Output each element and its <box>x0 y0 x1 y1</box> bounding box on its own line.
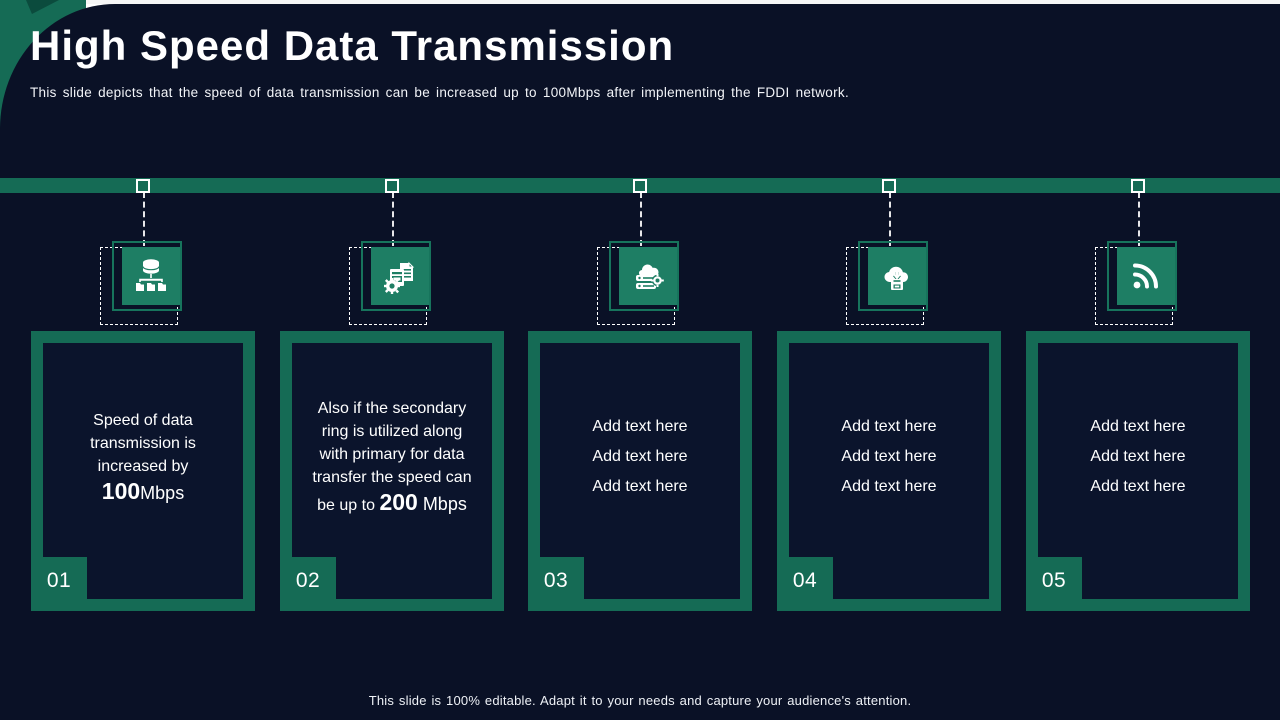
page-title: High Speed Data Transmission <box>30 22 675 69</box>
server-cloud-gear-icon <box>619 247 677 305</box>
documents-gear-icon <box>371 247 429 305</box>
connector-dashed-line <box>392 192 394 246</box>
placeholder-text: Add text here <box>841 478 937 495</box>
icon-frame <box>361 241 431 311</box>
speed-prefix: be up to <box>317 497 380 514</box>
speed-value-line: be up to 200 Mbps <box>317 491 467 517</box>
speed-value: 200 <box>379 489 418 515</box>
card-inner <box>43 343 243 599</box>
placeholder-text: Add text here <box>1090 478 1186 495</box>
speed-unit: Mbps <box>417 494 467 514</box>
card-line: transmission is <box>90 434 196 452</box>
connector-square <box>633 179 647 193</box>
connector-square <box>385 179 399 193</box>
step-number-badge: 02 <box>280 557 336 604</box>
card-inner <box>292 343 492 599</box>
step-number-badge: 03 <box>528 557 584 604</box>
step-column-5: Add text here Add text here Add text her… <box>1026 178 1250 611</box>
placeholder-text: Add text here <box>592 448 688 465</box>
card-line: transfer the speed can <box>312 469 472 486</box>
connector-dashed-line <box>889 192 891 246</box>
icon-box-3 <box>597 241 683 325</box>
connector-dashed-line <box>143 192 145 246</box>
cloud-download-icon <box>868 247 926 305</box>
speed-value: 100 <box>101 477 141 504</box>
step-column-1: Speed of data transmission is increased … <box>31 178 255 611</box>
step-column-3: Add text here Add text here Add text her… <box>528 178 752 611</box>
info-card-2: Also if the secondary ring is utilized a… <box>280 331 504 611</box>
connector-dashed-line <box>640 192 642 246</box>
card-line: increased by <box>97 457 189 475</box>
step-number-badge: 04 <box>777 557 833 604</box>
icon-box-5 <box>1095 241 1181 325</box>
slide-subtitle: This slide depicts that the speed of dat… <box>30 85 849 100</box>
icon-frame <box>858 241 928 311</box>
placeholder-text: Add text here <box>841 418 937 435</box>
card-inner <box>1038 343 1238 599</box>
step-number-badge: 05 <box>1026 557 1082 604</box>
card-line: Speed of data <box>93 411 193 429</box>
placeholder-text: Add text here <box>1090 448 1186 465</box>
card-text-5: Add text here Add text here Add text her… <box>1038 343 1238 599</box>
card-line: with primary for data <box>319 446 465 463</box>
info-card-3: Add text here Add text here Add text her… <box>528 331 752 611</box>
icon-frame <box>112 241 182 311</box>
card-text-4: Add text here Add text here Add text her… <box>789 343 989 599</box>
card-line: ring is utilized along <box>321 423 463 440</box>
speed-unit: Mbps <box>140 482 185 503</box>
info-card-1: Speed of data transmission is increased … <box>31 331 255 611</box>
placeholder-text: Add text here <box>1090 418 1186 435</box>
connector-square <box>882 179 896 193</box>
card-text-2: Also if the secondary ring is utilized a… <box>292 343 492 599</box>
card-line: Also if the secondary <box>317 400 467 417</box>
step-column-2: Also if the secondary ring is utilized a… <box>280 178 504 611</box>
icon-box-1 <box>100 241 186 325</box>
card-text-1: Speed of data transmission is increased … <box>43 343 243 599</box>
footer-note: This slide is 100% editable. Adapt it to… <box>368 693 912 708</box>
placeholder-text: Add text here <box>841 448 937 465</box>
icon-frame <box>609 241 679 311</box>
card-inner <box>789 343 989 599</box>
step-column-4: Add text here Add text here Add text her… <box>777 178 1001 611</box>
rss-signal-icon <box>1117 247 1175 305</box>
info-card-4: Add text here Add text here Add text her… <box>777 331 1001 611</box>
card-inner <box>540 343 740 599</box>
connector-square <box>136 179 150 193</box>
icon-box-4 <box>846 241 932 325</box>
top-edge-strip <box>0 0 1280 4</box>
info-card-5: Add text here Add text here Add text her… <box>1026 331 1250 611</box>
card-text-3: Add text here Add text here Add text her… <box>540 343 740 599</box>
placeholder-text: Add text here <box>592 478 688 495</box>
icon-frame <box>1107 241 1177 311</box>
placeholder-text: Add text here <box>592 418 688 435</box>
connector-square <box>1131 179 1145 193</box>
speed-value-line: 100Mbps <box>101 477 185 506</box>
icon-box-2 <box>349 241 435 325</box>
step-number-badge: 01 <box>31 557 87 604</box>
connector-dashed-line <box>1138 192 1140 246</box>
database-network-icon <box>122 247 180 305</box>
